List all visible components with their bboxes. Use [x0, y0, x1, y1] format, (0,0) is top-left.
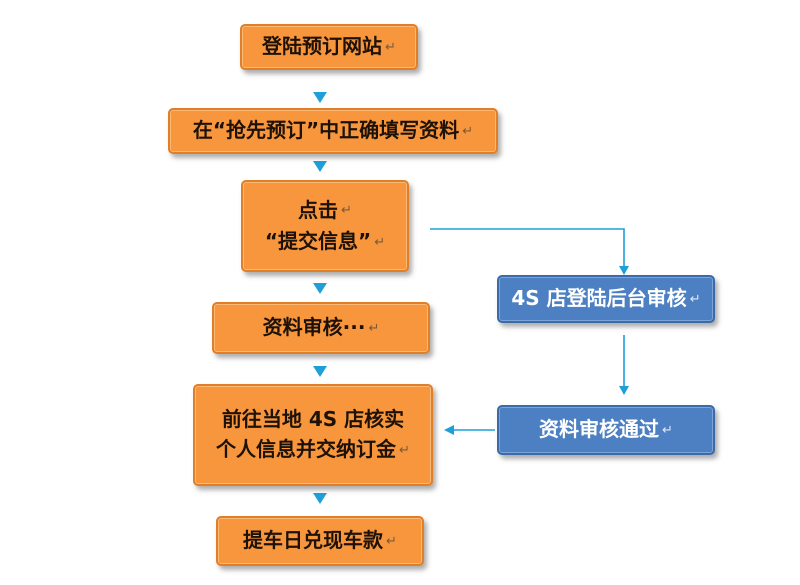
side-step-backend-review: 4S 店登陆后台审核↵	[497, 275, 715, 323]
step-label: 登陆预订网站	[262, 34, 383, 59]
step-label-line2: “提交信息”	[264, 229, 372, 253]
paragraph-mark: ↵	[689, 291, 701, 307]
step-label: 在“抢先预订”中正确填写资料	[192, 118, 460, 143]
paragraph-mark: ↵	[386, 533, 397, 549]
paragraph-mark: ↵	[368, 320, 380, 336]
side-step-label: 4S 店登陆后台审核	[511, 286, 687, 311]
step-label-line1: 前往当地 4S 店核实	[221, 407, 405, 432]
arrowhead-to-approved	[619, 386, 629, 395]
step-login-website: 登陆预订网站↵	[240, 24, 418, 70]
arrowhead-to-backend-review	[619, 266, 629, 275]
step-verify-and-deposit: 前往当地 4S 店核实 个人信息并交纳订金↵	[193, 384, 433, 486]
arrow-down-2	[313, 161, 327, 172]
step-pickup-redeem: 提车日兑现车款↵	[216, 516, 424, 566]
arrowhead-to-verify	[444, 425, 454, 435]
step-label-line2: 个人信息并交纳订金	[216, 437, 397, 462]
step-label: 提车日兑现车款	[243, 528, 384, 553]
connector-submit-to-review	[430, 228, 625, 268]
step-data-review: 资料审核···↵	[212, 302, 430, 354]
side-step-review-approved: 资料审核通过↵	[497, 405, 715, 455]
side-step-label: 资料审核通过	[539, 417, 660, 442]
arrow-down-4	[313, 366, 327, 377]
step-label: 资料审核···	[262, 315, 366, 340]
arrow-down-3	[313, 283, 327, 294]
step-label-line1: 点击	[298, 197, 339, 222]
arrow-down-1	[313, 92, 327, 103]
paragraph-mark: ↵	[399, 442, 410, 458]
paragraph-mark: ↵	[374, 234, 386, 250]
paragraph-mark: ↵	[662, 422, 673, 438]
paragraph-mark: ↵	[385, 39, 396, 55]
step-submit-info: 点击↵ “提交信息”↵	[241, 180, 409, 272]
step-fill-form: 在“抢先预订”中正确填写资料↵	[168, 108, 498, 154]
paragraph-mark: ↵	[462, 123, 474, 139]
arrow-down-5	[313, 493, 327, 504]
paragraph-mark: ↵	[341, 203, 352, 218]
